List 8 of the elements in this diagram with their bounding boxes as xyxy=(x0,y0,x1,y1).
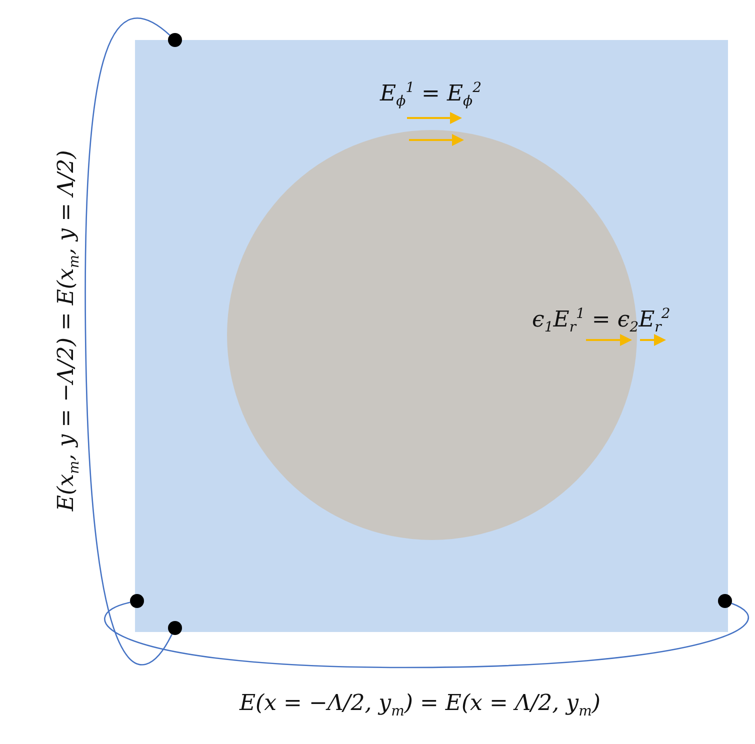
boundary-condition-equation: E(x = −Λ/2, y$_{m}$) = E(x = Λ/2, y$_{m}$) xyxy=(240,690,600,720)
unit-cell-square xyxy=(135,40,728,632)
periodic-boundary-connector xyxy=(104,602,748,668)
boundary-point xyxy=(168,33,182,47)
boundary-point xyxy=(130,594,144,608)
periodic-boundary-connector xyxy=(84,18,172,665)
boundary-point xyxy=(718,594,732,608)
boundary-point xyxy=(168,621,182,635)
